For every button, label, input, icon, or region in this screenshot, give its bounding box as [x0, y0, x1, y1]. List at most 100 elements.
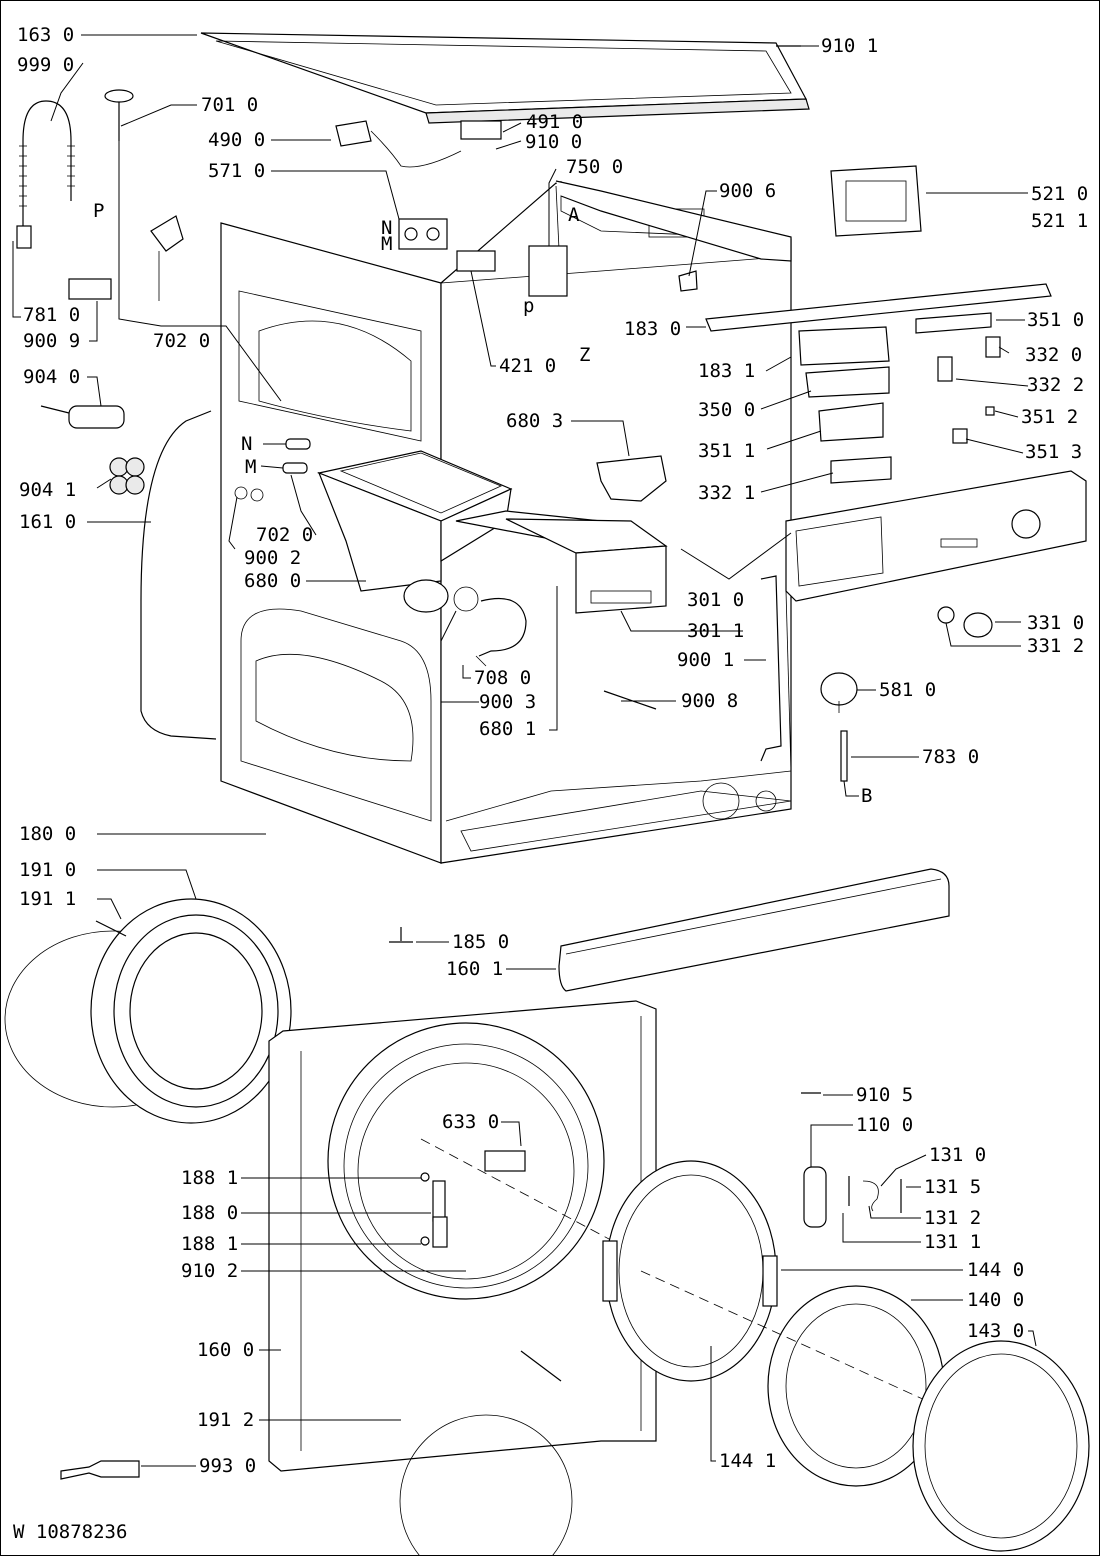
label-180-0: 180 0 — [19, 823, 77, 845]
label-910-2: 910 2 — [181, 1260, 239, 1282]
label-140-0: 140 0 — [967, 1289, 1025, 1311]
tag-N-2: N — [381, 217, 393, 239]
tag-B: B — [861, 785, 873, 807]
label-350-0: 350 0 — [698, 399, 756, 421]
label-571-0: 571 0 — [208, 160, 266, 182]
drawing-id: W 10878236 — [13, 1521, 128, 1543]
label-301-0: 301 0 — [687, 589, 745, 611]
label-188-1-b: 188 1 — [181, 1233, 239, 1255]
door-gasket-part — [4, 898, 292, 1124]
label-110-0: 110 0 — [856, 1114, 914, 1136]
label-783-0: 783 0 — [922, 746, 980, 768]
label-900-6: 900 6 — [719, 180, 777, 202]
label-900-9: 900 9 — [23, 330, 81, 352]
label-910-1: 910 1 — [821, 35, 879, 57]
knob-small-part — [937, 606, 955, 624]
tag-N: N — [241, 433, 253, 455]
label-900-8: 900 8 — [681, 690, 739, 712]
tag-P: P — [93, 200, 105, 222]
door-ring-part — [912, 1340, 1090, 1552]
label-900-3: 900 3 — [479, 691, 537, 713]
label-910-0: 910 0 — [525, 131, 583, 153]
knob-part — [963, 612, 993, 638]
label-183-1: 183 1 — [698, 360, 756, 382]
control-panel-part — [785, 470, 1087, 602]
label-781-0: 781 0 — [23, 304, 81, 326]
label-144-0: 144 0 — [967, 1259, 1025, 1281]
label-331-0: 331 0 — [1027, 612, 1085, 634]
label-490-0: 490 0 — [208, 129, 266, 151]
label-188-1-a: 188 1 — [181, 1167, 239, 1189]
label-332-1: 332 1 — [698, 482, 756, 504]
cable-tie-part — [603, 690, 657, 710]
tag-M: M — [245, 456, 257, 478]
tool-part — [60, 1460, 140, 1480]
label-185-0: 185 0 — [452, 931, 510, 953]
label-351-2: 351 2 — [1021, 406, 1079, 428]
top-frame-part — [555, 180, 792, 262]
label-332-2: 332 2 — [1027, 374, 1085, 396]
door-frame-part — [602, 1160, 778, 1382]
door-handle-part — [801, 1092, 902, 1228]
side-rail-part — [760, 575, 792, 772]
label-131-1: 131 1 — [924, 1231, 982, 1253]
label-188-0: 188 0 — [181, 1202, 239, 1224]
screw-185-part — [389, 927, 413, 943]
label-993-0: 993 0 — [199, 1455, 257, 1477]
label-521-0: 521 0 — [1031, 183, 1089, 205]
bracket-part — [596, 455, 667, 502]
label-904-0: 904 0 — [23, 366, 81, 388]
small-parts — [40, 45, 922, 740]
control-rail-part — [705, 283, 1052, 484]
label-521-1: 521 1 — [1031, 210, 1089, 232]
top-lid-part — [200, 32, 810, 124]
tag-Z: Z — [579, 344, 591, 366]
label-131-0: 131 0 — [929, 1144, 987, 1166]
label-191-0: 191 0 — [19, 859, 77, 881]
label-351-0: 351 0 — [1027, 309, 1085, 331]
label-910-5: 910 5 — [856, 1084, 914, 1106]
label-999-0: 999 0 — [17, 54, 75, 76]
label-160-1: 160 1 — [446, 958, 504, 980]
label-581-0: 581 0 — [879, 679, 937, 701]
label-680-1: 680 1 — [479, 718, 537, 740]
front-panel-part — [268, 1000, 657, 1555]
label-680-0: 680 0 — [244, 570, 302, 592]
label-680-3: 680 3 — [506, 410, 564, 432]
pipe-part — [840, 730, 848, 782]
detergent-drawer-part — [455, 510, 668, 614]
label-900-1: 900 1 — [677, 649, 735, 671]
label-191-1: 191 1 — [19, 888, 77, 910]
pressure-switch-part — [820, 672, 858, 713]
label-191-2: 191 2 — [197, 1409, 255, 1431]
label-633-0: 633 0 — [442, 1111, 500, 1133]
label-750-0: 750 0 — [566, 156, 624, 178]
label-143-0: 143 0 — [967, 1320, 1025, 1342]
label-904-1: 904 1 — [19, 479, 77, 501]
label-900-2: 900 2 — [244, 547, 302, 569]
label-144-1: 144 1 — [719, 1450, 777, 1472]
leader-lines — [12, 34, 1037, 1467]
drain-hose-part — [16, 100, 75, 249]
label-702-0: 702 0 — [153, 330, 211, 352]
label-163-0: 163 0 — [17, 24, 75, 46]
label-701-0: 701 0 — [201, 94, 259, 116]
tag-p: p — [523, 295, 535, 317]
hose-part — [453, 586, 527, 667]
label-331-2: 331 2 — [1027, 635, 1085, 657]
label-702-0-b: 702 0 — [256, 524, 314, 546]
label-491-0: 491 0 — [526, 111, 584, 133]
kickplate-part — [558, 868, 950, 992]
label-351-3: 351 3 — [1025, 441, 1083, 463]
tag-M-2: M — [381, 233, 393, 255]
label-161-0: 161 0 — [19, 511, 77, 533]
label-351-1: 351 1 — [698, 440, 756, 462]
tag-A: A — [568, 204, 580, 226]
label-160-0: 160 0 — [197, 1339, 255, 1361]
label-131-5: 131 5 — [924, 1176, 982, 1198]
label-301-1: 301 1 — [687, 620, 745, 642]
label-131-2: 131 2 — [924, 1207, 982, 1229]
label-183-0: 183 0 — [624, 318, 682, 340]
